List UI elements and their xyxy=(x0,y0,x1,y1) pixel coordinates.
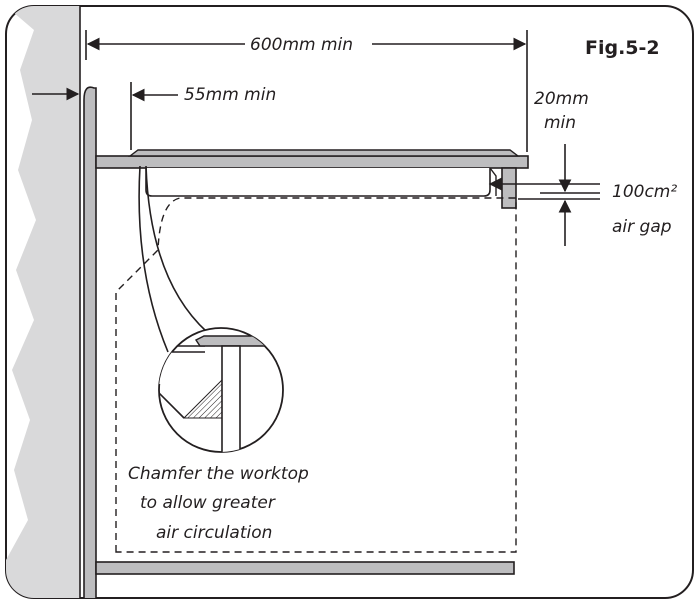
callout-line-right xyxy=(145,165,208,333)
worktop xyxy=(95,155,529,169)
oven-outline xyxy=(115,197,517,553)
air-gap-label: air gap xyxy=(612,217,672,237)
bottom-shelf xyxy=(95,561,515,575)
height-dimension-line2: min xyxy=(544,113,576,133)
cabinet-side-panel xyxy=(83,86,97,598)
figure-label: Fig.5-2 xyxy=(585,37,660,59)
chamfer-note-line1: Chamfer the worktop xyxy=(128,464,309,484)
hob-top-plate xyxy=(127,149,521,157)
front-support xyxy=(501,167,517,209)
chamfer-note-line3: air circulation xyxy=(156,523,272,543)
figure-frame xyxy=(5,5,694,599)
hob-body xyxy=(145,168,491,197)
inset-dimension-label: 55mm min xyxy=(184,85,276,105)
air-gap-area: 100cm² xyxy=(612,182,677,202)
callout-line-left xyxy=(138,165,169,353)
wall xyxy=(6,6,80,598)
width-dimension-label: 600mm min xyxy=(250,35,353,55)
chamfer-note-line2: to allow greater xyxy=(140,493,276,513)
height-dimension-line1: 20mm xyxy=(534,89,589,109)
